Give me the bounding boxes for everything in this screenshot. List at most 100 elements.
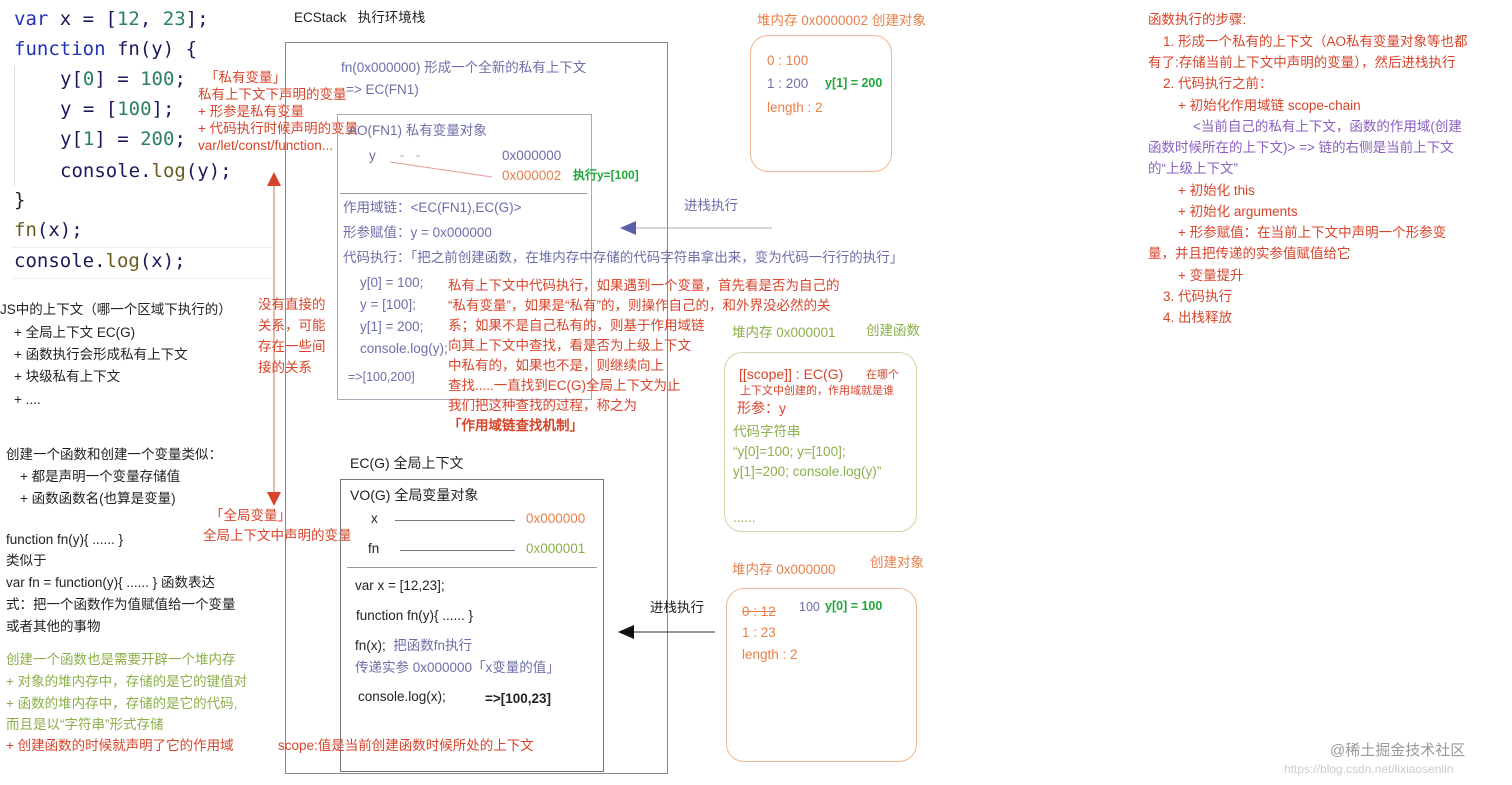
ecg-line: var x = [12,23]; xyxy=(355,578,445,593)
private-var-note: + 形参是私有变量 xyxy=(198,104,305,119)
code-token: log xyxy=(105,250,140,272)
arrow-left-icon xyxy=(618,625,715,639)
step: + 初始化作用域链 scope-chain xyxy=(1178,98,1361,113)
code-line: fn(x); xyxy=(14,219,83,243)
code-token: ] = xyxy=(94,68,141,90)
global-var-note: 全局上下文中声明的变量 xyxy=(203,528,352,543)
heap1-code: y[1]=200; console.log(y)” xyxy=(733,464,882,479)
heap1-scope: [[scope]] : EC(G) xyxy=(739,366,844,382)
code-token: console. xyxy=(14,250,106,272)
heap0-row: 1 : 23 xyxy=(742,625,776,640)
code-token: , xyxy=(139,8,163,30)
ecg-title: EC(G) 全局上下文 xyxy=(350,455,464,471)
divider xyxy=(347,567,597,568)
private-var-note: var/let/const/function... xyxy=(198,138,334,153)
ecg-code: fn(x); xyxy=(355,638,386,653)
context-note: + 块级私有上下文 xyxy=(14,369,121,384)
private-var-note: + 代码执行时候声明的变量 xyxy=(198,121,359,136)
fn-call-text: fn(0x000000) 形成一个全新的私有上下文 xyxy=(341,60,587,75)
private-var-note: 「私有变量」 xyxy=(205,70,286,85)
heap2-row: 0 : 100 xyxy=(767,53,809,68)
code-token: console. xyxy=(60,160,152,182)
code-token: 1 xyxy=(82,128,95,150)
heap-note: 创建一个函数也是需要开辟一个堆内存 xyxy=(6,652,236,667)
no-relation-note: 关系，可能 xyxy=(258,318,326,333)
steps-title: 函数执行的步骤: xyxy=(1148,12,1247,27)
heap1-box xyxy=(724,352,917,532)
ao-link-line xyxy=(389,155,493,178)
arrow-left-icon xyxy=(620,221,772,235)
heap1-action: 创建函数 xyxy=(866,323,920,338)
heap1-more: ...... xyxy=(733,510,756,525)
ao-code-line: y = [100]; xyxy=(360,297,416,312)
ecg-line: 传递实参 0x000000「x变量的值」 xyxy=(355,660,560,675)
expr-note: var fn = function(y){ ...... } 函数表达 xyxy=(6,575,215,590)
scope-note: scope:值是当前创建函数时候所处的上下文 xyxy=(278,738,534,753)
code-token: (x); xyxy=(139,250,186,272)
watermark-url: https://blog.csdn.net/lixiaosenlin xyxy=(1284,762,1454,776)
step: 2. 代码执行之前： xyxy=(1163,76,1273,91)
no-relation-note: 存在一些间 xyxy=(258,339,326,354)
link-line xyxy=(400,550,515,551)
code-token: 100 xyxy=(117,98,152,120)
create-note: + 都是声明一个变量存储值 xyxy=(20,469,181,484)
code-line: y[0] = 100; xyxy=(60,68,186,92)
code-token: ] = xyxy=(94,128,141,150)
expr-note: function fn(y){ ...... } xyxy=(6,532,124,547)
code-token: 12 xyxy=(116,8,140,30)
step: + 初始化 this xyxy=(1178,183,1255,198)
link-line xyxy=(395,520,515,521)
private-var-note: 私有上下文下声明的变量 xyxy=(198,87,347,102)
step: <当前自己的私有上下文，函数的作用域(创建 xyxy=(1193,119,1462,134)
vo-addr-fn: 0x000001 xyxy=(526,541,586,556)
code-token: function xyxy=(14,38,106,60)
fn-call-text: => EC(FN1) xyxy=(346,82,419,97)
ecg-result: =>[100,23] xyxy=(485,691,552,706)
ecg-box xyxy=(340,479,604,772)
heap1-code-title: 代码字符串 xyxy=(733,424,801,439)
heap-note: 而且是以“字符串”形式存储 xyxy=(6,717,164,732)
watermark: @稀土掘金技术社区 xyxy=(1330,742,1466,759)
step: 1. 形成一个私有的上下文（AO私有变量对象等也都 xyxy=(1163,34,1468,49)
lookup-note-line: 中私有的，如果也不是，则继续向上 xyxy=(448,358,664,373)
vo-title: VO(G) 全局变量对象 xyxy=(350,487,479,503)
code-token: x = [ xyxy=(48,8,117,30)
vo-addr-x: 0x000000 xyxy=(526,511,586,526)
no-relation-note: 没有直接的 xyxy=(258,297,326,312)
ao-exec-note: 执行y=[100] xyxy=(573,168,639,182)
heap2-box xyxy=(750,35,892,172)
code-line: function fn(y) { xyxy=(14,38,197,62)
ecstack-label: ECStack xyxy=(294,10,347,25)
ao-var: y xyxy=(369,148,376,163)
code-line-highlight xyxy=(12,247,272,279)
heap-note: + 函数的堆内存中，存储的是它的代码, xyxy=(6,696,238,711)
global-var-note: 「全局变量」 xyxy=(210,508,291,523)
code-token: (y); xyxy=(185,160,232,182)
expr-note: 或者其他的事物 xyxy=(6,619,101,634)
heap1-code: “y[0]=100; y=[100]; xyxy=(733,444,846,459)
step: 4. 出栈释放 xyxy=(1163,310,1233,325)
code-token: y[ xyxy=(60,128,83,150)
heap2-label: 堆内存 0x0000002 创建对象 xyxy=(757,13,926,28)
heap2-note: y[1] = 200 xyxy=(825,76,883,90)
code-token: ; xyxy=(174,68,186,90)
code-token: 200 xyxy=(140,128,175,150)
push-label: 进栈执行 xyxy=(684,198,738,213)
ecg-line: console.log(x); xyxy=(358,689,446,704)
indent-guide xyxy=(14,66,15,186)
heap2-length: length : 2 xyxy=(767,100,823,115)
lookup-note-line: 「作用域链查找机制」 xyxy=(448,418,583,433)
ecg-note: 把函数fn执行 xyxy=(393,638,473,653)
code-token: y[ xyxy=(60,68,83,90)
step: 有了:存储当前上下文中声明的变量），然后进栈执行 xyxy=(1148,55,1456,70)
vo-var-x: x xyxy=(371,511,378,526)
heap-note: + 对象的堆内存中，存储的是它的键值对 xyxy=(6,674,248,689)
code-line: y[1] = 200; xyxy=(60,128,186,152)
heap1-scope-note: 上下文中创建的，作用域就是谁 xyxy=(740,385,894,397)
ao-code-exec: 代码执行：「把之前创建函数，在堆内存中存储的代码字符串拿出来，变为代码一行行的执… xyxy=(343,250,904,265)
code-token: ; xyxy=(174,128,186,150)
heap0-row-new: 100 xyxy=(799,600,820,614)
code-line: var x = [12, 23]; xyxy=(14,8,209,32)
ao-code-line: console.log(y); xyxy=(360,341,448,356)
ao-box xyxy=(337,114,592,400)
